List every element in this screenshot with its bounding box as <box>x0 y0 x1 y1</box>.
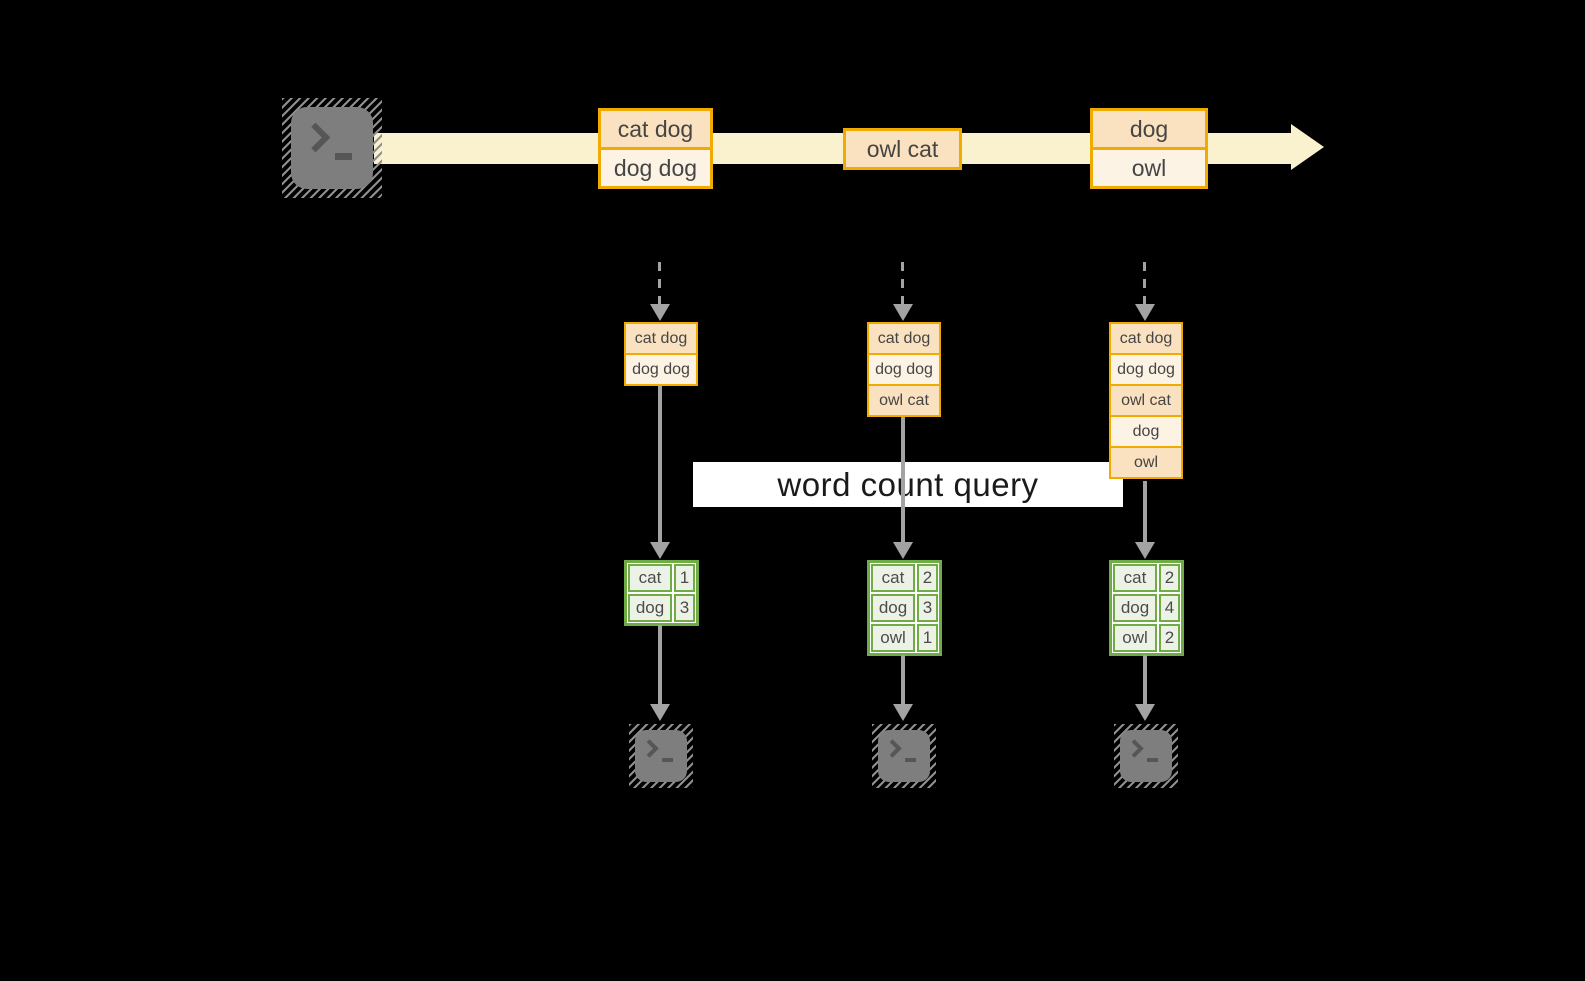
sink-terminal-icon-3 <box>1114 724 1178 788</box>
table-row: dog 3 <box>628 594 695 622</box>
table-row: owl 1 <box>871 624 938 652</box>
ingest-arrow-line-1 <box>658 262 661 306</box>
sink-terminal-icon-1 <box>629 724 693 788</box>
result-table-3: cat 2 dog 4 owl 2 <box>1109 560 1184 656</box>
buffer-record: dog dog <box>626 355 696 384</box>
stream-message-2: owl cat <box>843 128 962 170</box>
query-banner: word count query <box>693 462 1123 507</box>
result-count-cell: 3 <box>917 594 938 622</box>
prompt-chevron-icon <box>640 739 659 758</box>
ingest-arrow-line-2 <box>901 262 904 306</box>
result-count-cell: 1 <box>674 564 695 592</box>
stream-record: cat dog <box>601 111 710 147</box>
buffer-record: owl cat <box>1111 386 1181 415</box>
output-arrow-line-3 <box>1143 655 1147 705</box>
buffer-record: cat dog <box>626 324 696 353</box>
stream-record: owl <box>1093 150 1205 186</box>
query-banner-label: word count query <box>777 465 1039 503</box>
result-count-cell: 2 <box>1159 564 1180 592</box>
table-row: cat 1 <box>628 564 695 592</box>
stream-record: dog <box>1093 111 1205 147</box>
result-table-1: cat 1 dog 3 <box>624 560 699 626</box>
query-arrowhead-3 <box>1135 542 1155 559</box>
source-terminal-icon <box>282 98 382 198</box>
result-word-cell: cat <box>628 564 672 592</box>
result-count-cell: 3 <box>674 594 695 622</box>
prompt-chevron-icon <box>300 122 331 153</box>
ingest-arrowhead-3 <box>1135 304 1155 321</box>
result-count-cell: 4 <box>1159 594 1180 622</box>
stream-record: dog dog <box>601 150 710 186</box>
result-count-cell: 1 <box>917 624 938 652</box>
result-word-cell: dog <box>1113 594 1157 622</box>
query-arrowhead-1 <box>650 542 670 559</box>
buffer-stack-3: cat dog dog dog owl cat dog owl <box>1109 322 1183 479</box>
result-count-cell: 2 <box>917 564 938 592</box>
output-arrowhead-2 <box>893 704 913 721</box>
prompt-cursor-icon <box>905 758 916 762</box>
ingest-arrow-line-3 <box>1143 262 1146 306</box>
prompt-chevron-icon <box>883 739 902 758</box>
stream-arrowhead <box>1291 124 1324 170</box>
table-row: owl 2 <box>1113 624 1180 652</box>
ingest-arrowhead-2 <box>893 304 913 321</box>
table-row: dog 4 <box>1113 594 1180 622</box>
result-table-2: cat 2 dog 3 owl 1 <box>867 560 942 656</box>
stream-message-3: dog owl <box>1090 108 1208 189</box>
stream-record: owl cat <box>846 131 959 167</box>
buffer-record: dog dog <box>869 355 939 384</box>
result-count-cell: 2 <box>1159 624 1180 652</box>
stream-message-1: cat dog dog dog <box>598 108 713 189</box>
terminal-screen <box>291 107 373 189</box>
result-word-cell: cat <box>871 564 915 592</box>
table-row: dog 3 <box>871 594 938 622</box>
prompt-cursor-icon <box>662 758 673 762</box>
prompt-cursor-icon <box>1147 758 1158 762</box>
query-arrow-line-1 <box>658 386 662 543</box>
result-word-cell: dog <box>871 594 915 622</box>
terminal-screen <box>1120 730 1172 782</box>
result-word-cell: dog <box>628 594 672 622</box>
buffer-record: owl cat <box>869 386 939 415</box>
table-row: cat 2 <box>1113 564 1180 592</box>
output-arrowhead-3 <box>1135 704 1155 721</box>
prompt-chevron-icon <box>1125 739 1144 758</box>
buffer-stack-2: cat dog dog dog owl cat <box>867 322 941 417</box>
result-word-cell: owl <box>871 624 915 652</box>
terminal-screen <box>635 730 687 782</box>
output-arrowhead-1 <box>650 704 670 721</box>
table-row: cat 2 <box>871 564 938 592</box>
result-word-cell: owl <box>1113 624 1157 652</box>
result-word-cell: cat <box>1113 564 1157 592</box>
sink-terminal-icon-2 <box>872 724 936 788</box>
terminal-screen <box>878 730 930 782</box>
buffer-record: dog dog <box>1111 355 1181 384</box>
buffer-stack-1: cat dog dog dog <box>624 322 698 386</box>
output-arrow-line-1 <box>658 625 662 705</box>
output-arrow-line-2 <box>901 655 905 705</box>
query-arrowhead-2 <box>893 542 913 559</box>
buffer-record: cat dog <box>869 324 939 353</box>
buffer-record: cat dog <box>1111 324 1181 353</box>
buffer-record: dog <box>1111 417 1181 446</box>
prompt-cursor-icon <box>335 153 352 160</box>
query-arrow-line-2 <box>901 417 905 543</box>
query-arrow-line-3 <box>1143 481 1147 543</box>
ingest-arrowhead-1 <box>650 304 670 321</box>
buffer-record: owl <box>1111 448 1181 477</box>
